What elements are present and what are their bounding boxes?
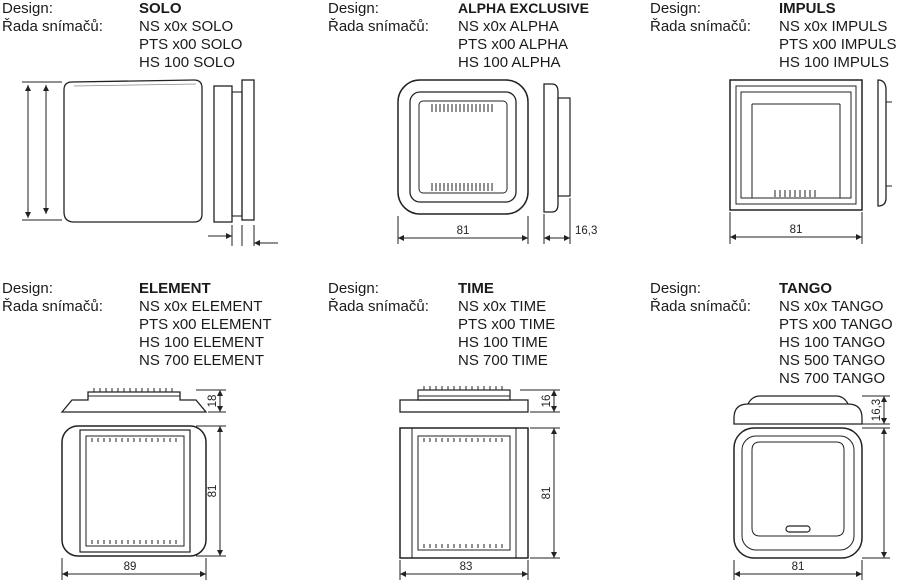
design-name: ELEMENT [139, 280, 211, 297]
series-item: NS x0x IMPULS [779, 18, 888, 35]
series-list: NS x0x IMPULS PTS x00 IMPULS HS 100 IMPU… [779, 18, 897, 72]
series-item: PTS x00 ALPHA [458, 36, 569, 53]
dimension-label: 16,3 [871, 399, 883, 421]
series-item: HS 100 ELEMENT [139, 334, 265, 351]
series-list: NS x0x ALPHA PTS x00 ALPHA HS 100 ALPHA [458, 18, 568, 72]
series-list: NS x0x SOLO PTS x00 SOLO HS 100 SOLO [139, 18, 242, 72]
design-label: Design: [650, 0, 701, 17]
dimension-label: 81 [790, 224, 803, 236]
design-name: TANGO [779, 280, 833, 297]
design-label: Design: [328, 0, 379, 17]
element-drawing [60, 388, 226, 580]
series-item: PTS x00 TIME [458, 316, 556, 333]
series-label: Řada snímačů: [650, 18, 751, 35]
design-label: Design: [2, 0, 53, 17]
series-item: PTS x00 ELEMENT [139, 316, 272, 333]
dimension-label: 81 [792, 561, 805, 573]
series-list: NS x0x TIME PTS x00 TIME HS 100 TIME NS … [458, 298, 555, 370]
series-item: HS 100 TANGO [779, 334, 886, 351]
series-item: HS 100 SOLO [139, 54, 235, 71]
series-item: PTS x00 TANGO [779, 316, 893, 333]
series-item: PTS x00 IMPULS [779, 36, 897, 53]
series-item: PTS x00 SOLO [139, 36, 243, 53]
series-item: NS x0x TANGO [779, 298, 884, 315]
design-label: Design: [650, 280, 701, 297]
series-label: Řada snímačů: [328, 18, 429, 35]
dimension-label: 81 [457, 225, 470, 237]
solo-drawing [22, 79, 278, 246]
impuls-drawing [729, 79, 892, 244]
dimension-label: 18 [207, 395, 219, 408]
time-drawing [399, 386, 560, 580]
series-item: NS 700 ELEMENT [139, 352, 265, 369]
product-impuls: Design: Řada snímačů: IMPULS NS x0x IMPU… [650, 0, 900, 80]
series-list: NS x0x ELEMENT PTS x00 ELEMENT HS 100 EL… [139, 298, 272, 370]
series-item: HS 100 IMPULS [779, 54, 890, 71]
design-name: TIME [458, 280, 494, 297]
series-label: Řada snímačů: [650, 298, 751, 315]
series-label: Řada snímačů: [2, 298, 103, 315]
product-tango: Design: Řada snímačů: TANGO NS x0x TANGO… [650, 280, 900, 390]
series-item: NS x0x ALPHA [458, 18, 559, 35]
design-name: ALPHA EXCLUSIVE [458, 0, 589, 16]
series-item: NS x0x TIME [458, 298, 547, 315]
series-item: HS 100 ALPHA [458, 54, 561, 71]
series-item: NS 500 TANGO [779, 352, 886, 369]
alpha-drawing [397, 79, 571, 244]
product-alpha: Design: Řada snímačů: ALPHA EXCLUSIVE NS… [328, 0, 628, 80]
series-item: NS x0x ELEMENT [139, 298, 263, 315]
design-label: Design: [2, 280, 53, 297]
design-name: IMPULS [779, 0, 836, 17]
series-item: HS 100 TIME [458, 334, 548, 351]
series-item: NS x0x SOLO [139, 18, 234, 35]
dimension-label: 81 [541, 487, 553, 500]
dimension-label: 81 [207, 485, 219, 498]
dimension-label: 16 [541, 395, 553, 408]
series-label: Řada snímačů: [2, 18, 103, 35]
design-label: Design: [328, 280, 379, 297]
dimension-label: 89 [124, 561, 137, 573]
tango-drawing [733, 395, 890, 580]
series-item: NS 700 TIME [458, 352, 548, 369]
design-name: SOLO [139, 0, 182, 17]
product-time: Design: Řada snímačů: TIME NS x0x TIME P… [328, 280, 628, 375]
series-label: Řada snímačů: [328, 298, 429, 315]
product-solo: Design: Řada snímačů: SOLO NS x0x SOLO P… [2, 0, 302, 80]
series-item: NS 700 TANGO [779, 370, 886, 387]
product-element: Design: Řada snímačů: ELEMENT NS x0x ELE… [2, 280, 302, 375]
dimension-label: 16,3 [575, 225, 597, 237]
series-list: NS x0x TANGO PTS x00 TANGO HS 100 TANGO … [779, 298, 893, 388]
dimension-label: 83 [460, 561, 473, 573]
